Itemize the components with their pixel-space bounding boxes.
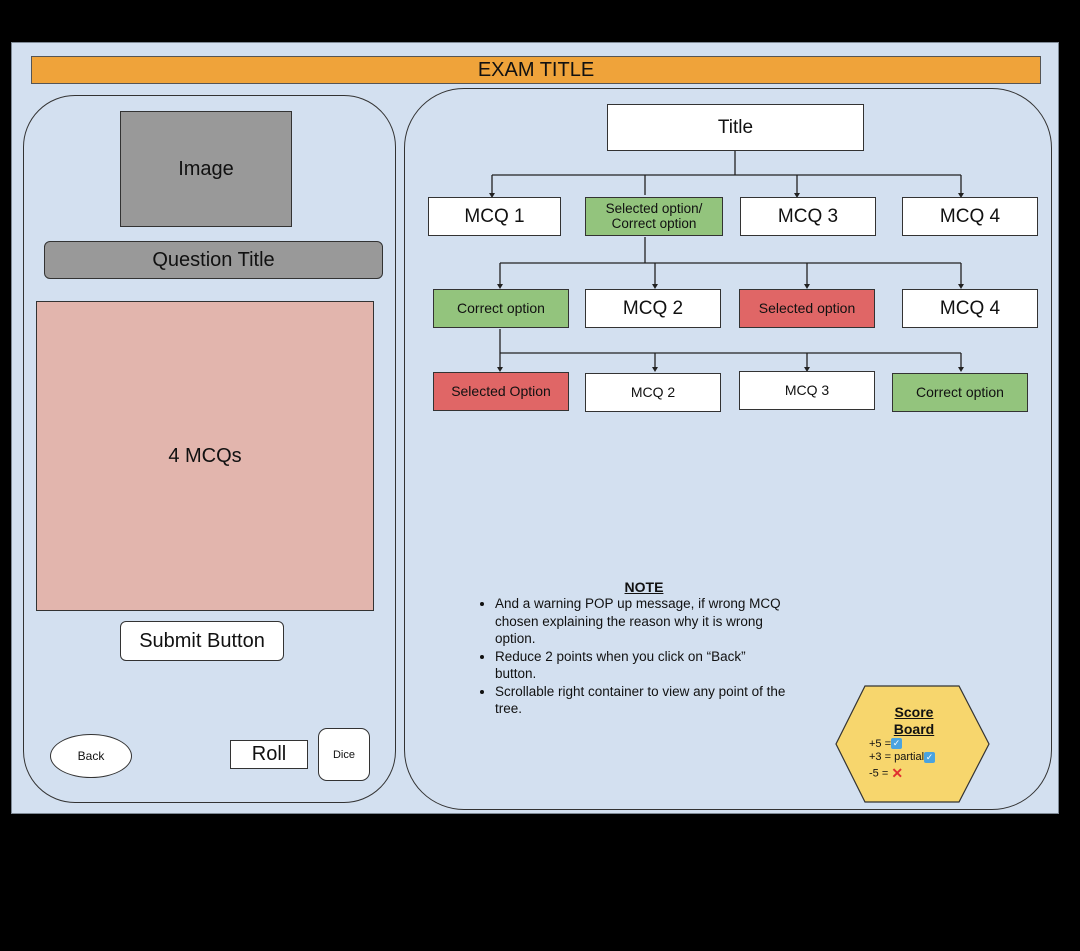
dice-button[interactable]: Dice: [318, 728, 370, 781]
submit-button[interactable]: Submit Button: [120, 621, 284, 661]
score-row-partial: +3 = partial✓: [869, 751, 959, 765]
tree-panel[interactable]: Title MCQ 1 Selected option/ Correct opt…: [404, 88, 1052, 810]
note-item: Scrollable right container to view any p…: [495, 683, 787, 718]
tree-row2-mcq4[interactable]: MCQ 4: [902, 289, 1038, 328]
score-row-wrong: -5 = ✕: [869, 765, 959, 783]
note-item: Reduce 2 points when you click on “Back”…: [495, 648, 787, 683]
note-section: NOTE And a warning POP up message, if wr…: [447, 579, 787, 718]
roll-button[interactable]: Roll: [230, 740, 308, 769]
tree-row2-correct[interactable]: Correct option: [433, 289, 569, 328]
scoreboard-title-line2: Board: [893, 720, 935, 737]
question-image: Image: [120, 111, 292, 227]
tree-row3-mcq3[interactable]: MCQ 3: [739, 371, 875, 410]
checkbox-icon: ✓: [891, 738, 903, 750]
tree-row1-mcq3[interactable]: MCQ 3: [740, 197, 876, 236]
scoreboard-title: Score Board: [869, 704, 959, 738]
scoreboard-hexagon: [835, 685, 990, 803]
cross-icon: ✕: [891, 765, 904, 782]
exam-wireframe: EXAM TITLE Image Question Title 4 MCQs S…: [11, 42, 1059, 814]
mcq-options-area[interactable]: 4 MCQs: [36, 301, 374, 611]
tree-row3-selected-wrong[interactable]: Selected Option: [433, 372, 569, 411]
tree-row2-mcq2[interactable]: MCQ 2: [585, 289, 721, 328]
question-title: Question Title: [44, 241, 383, 279]
tree-row3-correct[interactable]: Correct option: [892, 373, 1028, 412]
note-item: And a warning POP up message, if wrong M…: [495, 595, 787, 648]
question-panel: Image Question Title 4 MCQs Submit Butto…: [23, 95, 396, 803]
exam-title-bar: EXAM TITLE: [31, 56, 1041, 84]
scoreboard: Score Board +5 =✓ +3 = partial✓ -5 = ✕: [869, 704, 959, 783]
tree-connectors: [489, 151, 964, 372]
note-title: NOTE: [624, 579, 664, 595]
score-row-correct: +5 =✓: [869, 738, 959, 752]
tree-root-title[interactable]: Title: [607, 104, 864, 151]
score-partial-label: +3 = partial: [869, 751, 925, 764]
back-button[interactable]: Back: [50, 734, 132, 778]
score-wrong-label: -5 =: [869, 767, 889, 780]
tree-row1-mcq1[interactable]: MCQ 1: [428, 197, 561, 236]
scoreboard-title-line1: Score: [894, 704, 934, 720]
tree-row2-selected-wrong[interactable]: Selected option: [739, 289, 875, 328]
tree-row3-mcq2[interactable]: MCQ 2: [585, 373, 721, 412]
note-list: And a warning POP up message, if wrong M…: [447, 595, 787, 718]
tree-row1-mcq4[interactable]: MCQ 4: [902, 197, 1038, 236]
score-correct-label: +5 =: [869, 737, 892, 750]
checkbox-icon: ✓: [924, 751, 936, 763]
tree-row1-selected-correct[interactable]: Selected option/ Correct option: [585, 197, 723, 236]
